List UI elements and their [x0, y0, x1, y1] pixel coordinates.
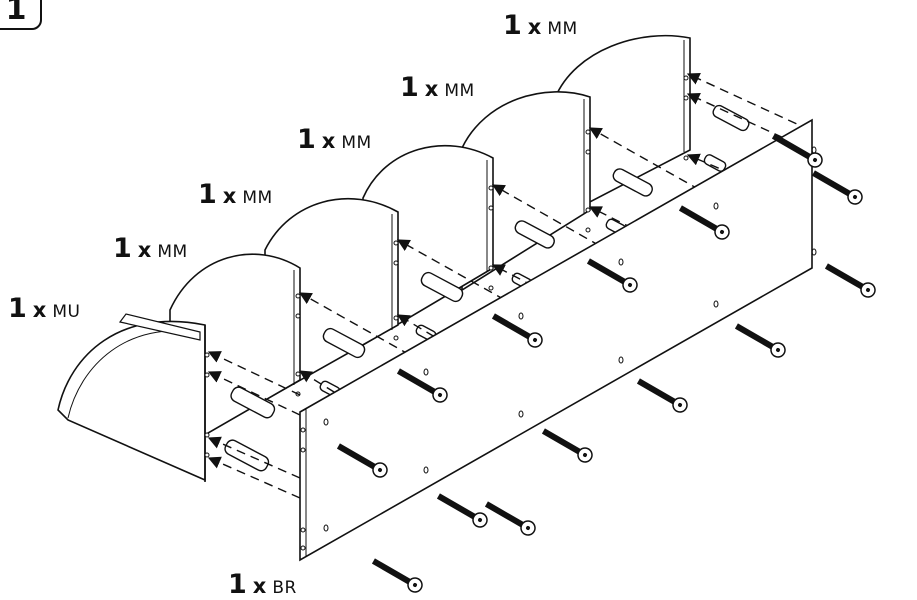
long-screw — [734, 323, 786, 358]
part-qty: 1 — [228, 569, 247, 600]
screw-drive — [628, 283, 632, 287]
screw-shaft — [636, 378, 679, 406]
part-qty: 1 — [113, 233, 132, 264]
screw-shaft — [491, 313, 534, 341]
dowel-group-end — [224, 386, 276, 472]
part-times: x — [424, 77, 439, 101]
step-number: 1 — [5, 0, 27, 27]
screw-set — [336, 133, 876, 593]
part-qty: 1 — [400, 72, 419, 103]
part-times: x — [321, 129, 336, 153]
screw-shaft — [336, 443, 379, 471]
part-code: BR — [272, 578, 297, 598]
screw-drive — [678, 403, 682, 407]
divider-panel-mm-4 — [461, 91, 591, 292]
screw-shaft — [396, 368, 439, 396]
part-code: MM — [444, 81, 475, 101]
screw-drive — [533, 338, 537, 342]
screw-shaft — [541, 428, 584, 456]
screw-drive — [438, 393, 442, 397]
part-times: x — [527, 15, 542, 39]
dowel-insert-arrows — [207, 73, 811, 499]
screw-shaft — [811, 170, 854, 198]
screw-drive — [720, 230, 724, 234]
long-screw — [586, 258, 638, 293]
screw-drive — [866, 288, 870, 292]
screw-drive — [776, 348, 780, 352]
back-panel-br — [299, 118, 817, 562]
part-code: MM — [157, 242, 188, 262]
part-times: x — [252, 574, 267, 598]
screw-shaft — [586, 258, 629, 286]
screw-shaft — [436, 493, 479, 521]
part-qty: 1 — [503, 10, 522, 41]
long-screw — [371, 558, 423, 593]
screw-drive — [378, 468, 382, 472]
screw-shaft — [824, 263, 867, 291]
screw-shaft — [678, 205, 721, 233]
part-times: x — [32, 298, 47, 322]
part-code: MU — [52, 302, 81, 322]
part-times: x — [222, 184, 237, 208]
step-number-box: 1 — [0, 0, 42, 30]
part-code: MM — [242, 188, 273, 208]
part-code: MM — [341, 133, 372, 153]
long-screw — [336, 443, 388, 478]
screw-shaft — [734, 323, 777, 351]
long-screw — [636, 378, 688, 413]
screw-drive — [526, 526, 530, 530]
long-screw — [678, 205, 730, 240]
screw-drive — [853, 195, 857, 199]
part-code: MM — [547, 19, 578, 39]
part-times: x — [137, 238, 152, 262]
screw-shaft — [371, 558, 414, 586]
screw-drive — [413, 583, 417, 587]
screw-shaft — [771, 133, 814, 161]
part-qty: 1 — [198, 179, 217, 210]
long-screw — [541, 428, 593, 463]
part-qty: 1 — [8, 293, 27, 324]
long-screw — [436, 493, 488, 528]
long-screw — [396, 368, 448, 403]
long-screw — [811, 170, 863, 205]
screw-drive — [583, 453, 587, 457]
screw-shaft — [484, 501, 527, 529]
long-screw — [491, 313, 543, 348]
end-panel-mu — [57, 313, 210, 482]
long-screw — [771, 133, 823, 168]
long-screw — [824, 263, 876, 298]
part-qty: 1 — [297, 124, 316, 155]
screw-drive — [478, 518, 482, 522]
long-screw — [484, 501, 536, 536]
dowel-group-5 — [703, 104, 750, 172]
screw-drive — [813, 158, 817, 162]
